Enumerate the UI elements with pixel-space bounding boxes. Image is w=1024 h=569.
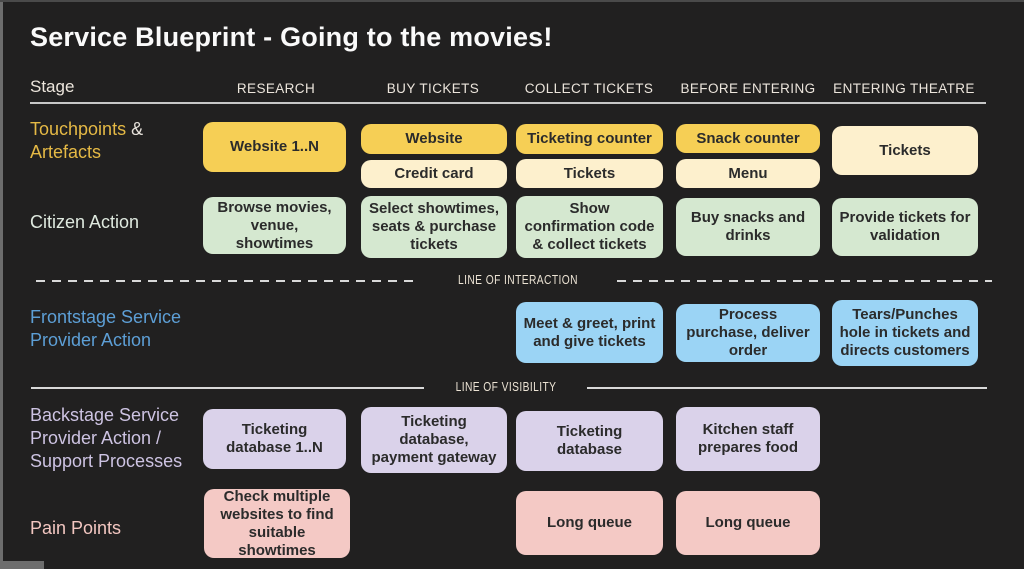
card-tears-punches: Tears/Punches hole in tickets and direct… bbox=[832, 300, 978, 366]
line-of-interaction-dash-right bbox=[617, 280, 992, 282]
card-menu: Menu bbox=[676, 159, 820, 188]
row-label-frontstage: Frontstage Service Provider Action bbox=[30, 307, 182, 351]
column-header-research: RESEARCH bbox=[236, 81, 316, 96]
column-header-before-entering: BEFORE ENTERING bbox=[680, 81, 816, 96]
window-edge-bottom-left bbox=[0, 561, 44, 569]
row-label-pain-points: Pain Points bbox=[30, 518, 122, 538]
column-header-entering-theatre: ENTERING THEATRE bbox=[833, 81, 975, 96]
card-tickets-entering: Tickets bbox=[832, 126, 978, 175]
card-browse-movies: Browse movies, venue, showtimes bbox=[203, 197, 353, 262]
card-ticketing-db-payment: Ticketing database, payment gateway bbox=[361, 407, 507, 473]
card-long-queue-before: Long queue bbox=[676, 491, 820, 555]
card-process-purchase: Process purchase, deliver order bbox=[676, 304, 820, 362]
touchpoints-label-line1: Touchpoints bbox=[30, 119, 127, 139]
card-provide-tickets: Provide tickets for validation bbox=[832, 198, 978, 256]
touchpoints-label-line2: Artefacts bbox=[30, 142, 102, 163]
card-ticketing-db-1n: Ticketing database 1..N bbox=[203, 409, 353, 477]
touchpoints-label-amp: & bbox=[131, 119, 144, 139]
row-label-touchpoints: Touchpoints & Artefacts bbox=[30, 118, 210, 164]
stage-header-label: Stage bbox=[30, 77, 75, 96]
line-of-visibility-rule-left bbox=[31, 387, 424, 389]
card-tickets-collect: Tickets bbox=[516, 159, 663, 188]
card-check-multiple-websites: Check multiple websites to find suitable… bbox=[204, 488, 350, 559]
card-meet-greet: Meet & greet, print and give tickets bbox=[516, 302, 663, 363]
row-label-citizen-action: Citizen Action bbox=[30, 212, 140, 232]
page-title: Service Blueprint - Going to the movies! bbox=[30, 22, 553, 52]
card-credit-card: Credit card bbox=[361, 160, 507, 188]
card-buy-snacks: Buy snacks and drinks bbox=[676, 198, 820, 256]
card-snack-counter: Snack counter bbox=[676, 124, 820, 153]
column-header-buy-tickets: BUY TICKETS bbox=[386, 81, 480, 96]
card-website-1n: Website 1..N bbox=[203, 122, 353, 180]
card-website: Website bbox=[361, 124, 507, 154]
column-header-collect-tickets: COLLECT TICKETS bbox=[524, 81, 654, 96]
line-of-interaction-label: LINE OF INTERACTION bbox=[458, 273, 578, 287]
line-of-visibility-rule-right bbox=[587, 387, 987, 389]
card-select-showtimes: Select showtimes, seats & purchase ticke… bbox=[361, 196, 507, 258]
card-kitchen-staff: Kitchen staff prepares food bbox=[676, 407, 820, 471]
window-edge-left bbox=[0, 0, 3, 569]
card-ticketing-counter: Ticketing counter bbox=[516, 124, 663, 154]
card-ticketing-db: Ticketing database bbox=[516, 411, 663, 471]
line-of-interaction-dash-left bbox=[36, 280, 418, 282]
line-of-visibility-label: LINE OF VISIBILITY bbox=[455, 380, 557, 394]
window-edge-top bbox=[0, 0, 1024, 2]
card-show-confirmation: Show confirmation code & collect tickets bbox=[516, 196, 663, 258]
row-label-backstage: Backstage Service Provider Action / Supp… bbox=[30, 405, 183, 472]
card-long-queue-collect: Long queue bbox=[516, 491, 663, 555]
stage-underline bbox=[30, 102, 986, 104]
